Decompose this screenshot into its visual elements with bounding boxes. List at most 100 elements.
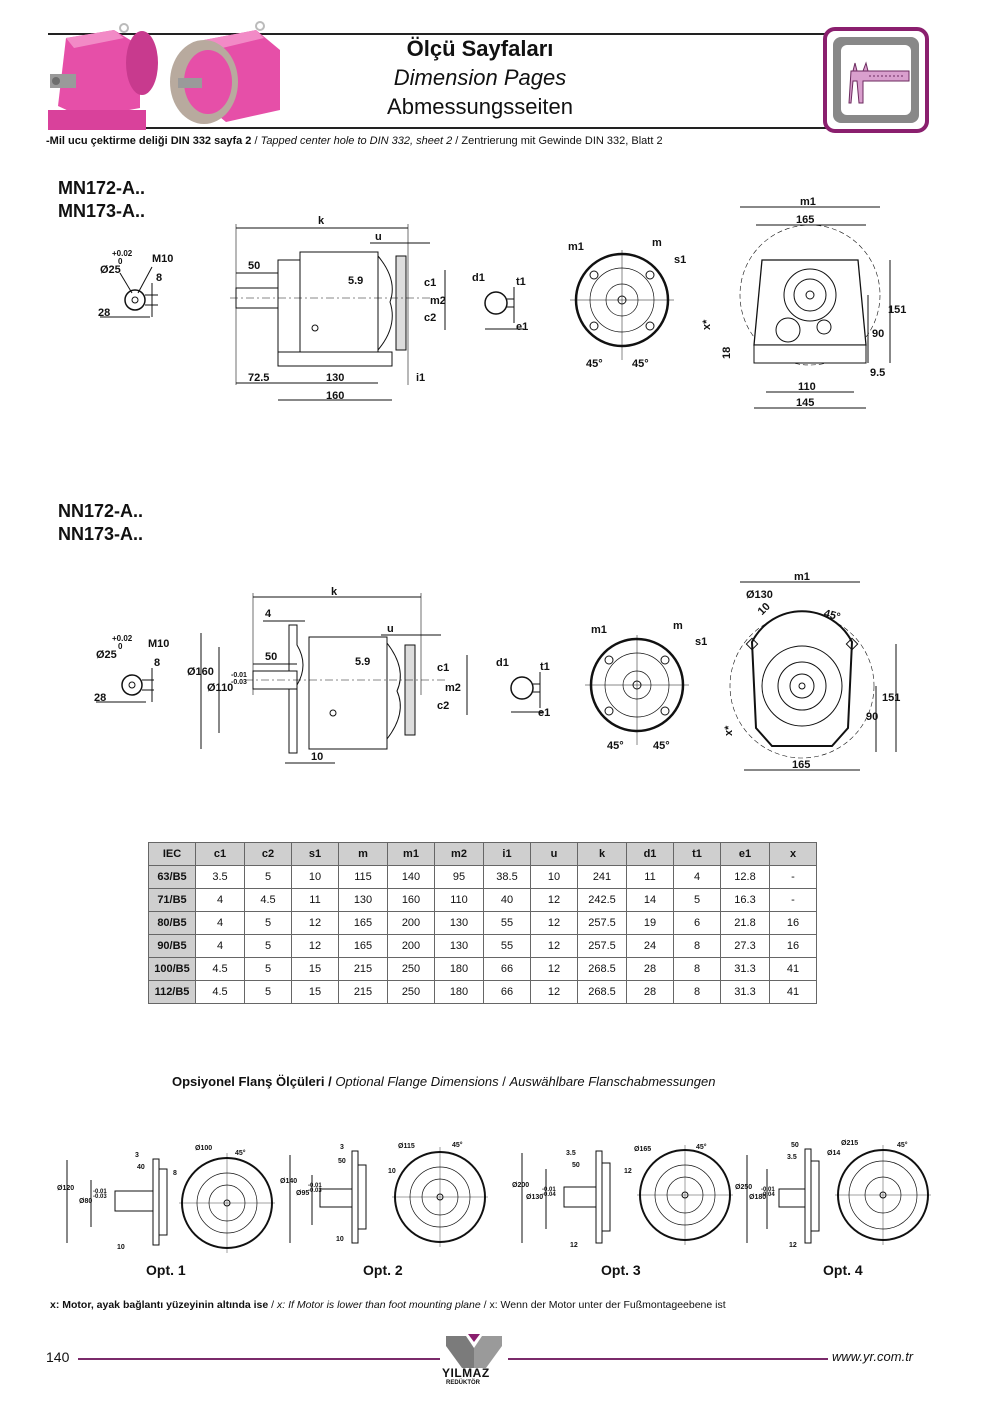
svg-text:151: 151 [888,304,906,316]
svg-text:c2: c2 [437,700,449,712]
svg-text:45°: 45° [632,358,649,370]
svg-text:12: 12 [570,1242,578,1249]
svg-text:Ø200: Ø200 [512,1182,529,1189]
svg-text:50: 50 [265,651,277,663]
svg-text:10: 10 [756,601,773,618]
flange-option-1-drawing: Ø120 Ø80 -0.01 -0.03 3 40 10 Ø100 45° 8 [57,1145,275,1253]
col-iec: IEC [148,842,196,866]
svg-text:130: 130 [326,372,344,384]
svg-text:t1: t1 [516,276,526,288]
website-link[interactable]: www.yr.com.tr [832,1349,914,1364]
svg-text:t1: t1 [540,661,550,673]
svg-text:c2: c2 [424,312,436,324]
svg-text:8: 8 [154,657,160,669]
brand-name: YILMAZ [442,1366,490,1380]
svg-text:165: 165 [792,759,810,771]
svg-text:9.5: 9.5 [870,367,885,379]
svg-text:12: 12 [789,1242,797,1249]
col-m: m [338,842,388,866]
svg-text:3: 3 [135,1152,139,1159]
svg-text:u: u [375,231,382,243]
svg-text:d1: d1 [496,657,509,669]
col-e1: e1 [720,842,770,866]
model-nn172: NN172-A.. [58,501,144,521]
flange-option-2-drawing: Ø140 Ø95 -0.01 -0.03 3 50 10 Ø115 45° 10 [280,1141,488,1247]
flange-view-nn: m1 m s1 45° 45° [585,620,707,752]
center-hole-note-en: Tapped center hole to DIN 332, sheet 2 [260,135,453,147]
svg-text:10: 10 [336,1236,344,1243]
brand-subtitle: REDÜKTÖR [446,1380,480,1386]
col-k: k [577,842,627,866]
col-c1: c1 [195,842,245,866]
col-s1: s1 [291,842,339,866]
svg-text:-0.01: -0.01 [93,1189,107,1195]
svg-text:45°: 45° [607,740,624,752]
svg-text:45°: 45° [897,1141,908,1149]
svg-text:m1: m1 [794,571,810,583]
svg-text:Ø250: Ø250 [735,1184,752,1191]
svg-text:Ø80: Ø80 [79,1198,92,1205]
motor-shaft-detail-mn: d1 t1 e1 [472,272,528,333]
front-view-mn: m1 165 151 90 18 x* 9.5 110 145 [701,196,906,409]
svg-text:s1: s1 [674,254,686,266]
svg-text:s1: s1 [695,636,707,648]
caliper-icon [823,27,929,133]
svg-text:72.5: 72.5 [248,372,269,384]
svg-text:28: 28 [94,692,106,704]
svg-text:Ø130: Ø130 [526,1194,543,1201]
svg-text:5.9: 5.9 [355,656,370,668]
svg-text:u: u [387,623,394,635]
front-view-nn: m1 Ø130 10 45° 151 90 x* 165 [723,571,900,771]
svg-text:8: 8 [173,1170,177,1177]
svg-text:m2: m2 [430,295,446,307]
svg-text:10: 10 [388,1168,396,1175]
svg-text:165: 165 [796,214,814,226]
svg-text:5.9: 5.9 [348,275,363,287]
svg-text:Ø140: Ø140 [280,1178,297,1185]
svg-text:50: 50 [248,260,260,272]
svg-text:10: 10 [117,1244,125,1251]
svg-text:-0.03: -0.03 [231,679,247,686]
svg-text:45°: 45° [653,740,670,752]
header-top-rule [48,33,828,35]
flange-option-4-label: Opt. 4 [823,1262,863,1278]
shaft-end-detail-nn: +0.02 0 Ø25 M10 8 28 [94,634,169,704]
svg-text:160: 160 [326,390,344,402]
svg-text:Ø130: Ø130 [746,589,773,601]
svg-text:90: 90 [866,711,878,723]
svg-text:3: 3 [340,1144,344,1151]
svg-text:151: 151 [882,692,900,704]
svg-text:18: 18 [721,347,733,359]
svg-text:Ø25: Ø25 [96,649,117,661]
model-heading-nn: NN172-A.. NN173-A.. [58,500,143,546]
svg-text:x*: x* [723,725,735,736]
footnote-x: x: Motor, ayak bağlantı yüzeyinin altınd… [50,1299,726,1311]
flange-option-3-label: Opt. 3 [601,1262,641,1278]
page-title-tr: Ölçü Sayfaları [406,36,554,61]
svg-text:Ø110: Ø110 [207,682,233,694]
svg-text:M10: M10 [148,638,169,650]
side-view-nn: k 4 u Ø160 Ø110 -0.01 -0.03 50 5.9 c1 m2… [187,586,468,764]
svg-text:110: 110 [798,381,816,393]
svg-text:145: 145 [796,397,814,409]
page-title-en: Dimension Pages [393,65,567,90]
col-d1: d1 [626,842,674,866]
flange-option-3-drawing: Ø200 Ø130 -0.01 -0.04 3.5 50 12 Ø165 45°… [512,1143,733,1249]
svg-text:Ø115: Ø115 [398,1143,415,1150]
product-image-foot-mounted [48,23,158,130]
svg-text:Ø14: Ø14 [827,1150,840,1157]
svg-text:45°: 45° [452,1141,463,1149]
svg-text:0: 0 [118,257,123,266]
svg-text:m: m [673,620,683,632]
svg-text:m1: m1 [800,196,816,208]
center-hole-note-de: Zentrierung mit Gewinde DIN 332, Blatt 2 [461,135,663,147]
flange-option-4-drawing: Ø250 Ø180 -0.01 -0.04 50 3.5 12 Ø215 Ø14… [735,1140,931,1249]
svg-text:8: 8 [156,272,162,284]
svg-text:c1: c1 [437,662,449,674]
model-heading-mn: MN172-A.. MN173-A.. [58,177,145,223]
model-nn173: NN173-A.. [58,524,144,544]
